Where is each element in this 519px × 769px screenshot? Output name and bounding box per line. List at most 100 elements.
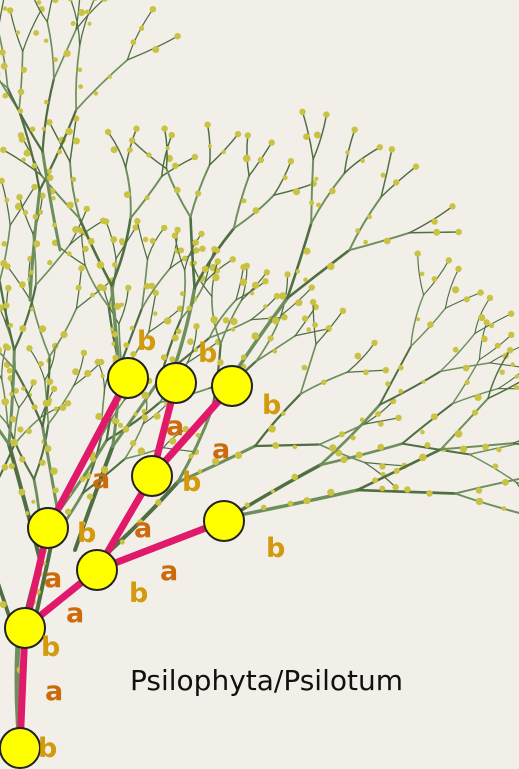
sporangium: [288, 158, 294, 164]
sporangium: [44, 39, 48, 43]
sporangium: [46, 119, 52, 125]
sporangium: [446, 257, 452, 263]
sporangium: [231, 327, 235, 331]
sporangium: [455, 430, 463, 438]
sporangium: [329, 444, 336, 451]
sporangium: [130, 326, 134, 330]
sporangium: [1, 398, 9, 406]
sporangium: [302, 365, 308, 371]
sporangium: [202, 266, 209, 273]
sporangium: [142, 414, 149, 421]
sporangium: [124, 191, 131, 198]
sporangium: [10, 416, 16, 422]
sporangium: [65, 400, 71, 406]
sporangium: [172, 232, 178, 238]
sporangium: [378, 421, 384, 427]
sporangium: [21, 67, 27, 73]
sporangium: [306, 327, 311, 332]
plant-stem: [255, 445, 319, 447]
sporangium: [264, 269, 270, 275]
sporangium: [65, 128, 72, 135]
sporangium: [321, 380, 326, 385]
sporangium: [52, 223, 57, 228]
sporangium: [375, 411, 381, 417]
sporangium: [73, 138, 80, 145]
sporangium: [377, 144, 383, 150]
sporangium: [16, 30, 20, 34]
sporangium: [30, 379, 36, 385]
sporangium: [134, 218, 140, 224]
sporangium: [5, 285, 11, 291]
sporangium: [495, 343, 501, 349]
sporangium: [45, 445, 52, 452]
sporangium: [2, 464, 9, 471]
sporangium: [24, 150, 31, 157]
sporangium: [105, 129, 111, 135]
sporangium: [130, 351, 136, 357]
sporangium: [95, 413, 102, 420]
sporangium: [31, 184, 37, 190]
sporangium: [0, 260, 7, 267]
sporangium: [208, 144, 212, 148]
sporangium: [489, 323, 494, 328]
sporangium: [119, 238, 125, 244]
sporangium: [123, 426, 130, 433]
branch-node-n1: [5, 608, 45, 648]
sporangium: [130, 440, 136, 446]
sporangium: [60, 331, 67, 338]
sporangium: [296, 269, 300, 273]
sporangium: [449, 203, 455, 209]
sporangium: [193, 261, 197, 265]
sporangium: [100, 374, 104, 378]
sporangium: [57, 149, 62, 154]
segment-label-b: b: [137, 326, 156, 357]
sporangium: [71, 21, 76, 26]
sporangium: [463, 365, 470, 372]
sporangium: [496, 447, 501, 452]
sporangium: [193, 247, 199, 253]
sporangium: [3, 302, 9, 308]
sporangium: [507, 347, 513, 353]
sporangium: [149, 283, 155, 289]
sporangium: [339, 431, 345, 437]
segment-label-b: b: [129, 578, 148, 609]
branch-node-n7: [156, 363, 196, 403]
sporangium: [327, 263, 334, 270]
sporangium: [7, 368, 13, 374]
sporangium: [271, 489, 275, 493]
sporangium: [452, 286, 459, 293]
sporangium: [172, 334, 179, 341]
sporangium: [295, 299, 302, 306]
sporangium: [134, 412, 138, 416]
sporangium: [299, 109, 305, 115]
sporangium: [487, 295, 493, 301]
sporangium: [302, 315, 308, 321]
sporangium: [383, 367, 389, 373]
caption: Psilophyta/Psilotum: [130, 664, 403, 697]
sporangium: [395, 415, 401, 421]
sporangium: [465, 380, 470, 385]
sporangium: [161, 225, 167, 231]
sporangium: [241, 198, 246, 203]
sporangium: [345, 150, 349, 154]
segment-label-a: a: [160, 556, 178, 587]
branch-node-n8: [212, 366, 252, 406]
sporangium: [427, 321, 434, 328]
sporangium: [272, 317, 279, 324]
sporangium: [235, 452, 242, 459]
sporangium: [161, 125, 167, 131]
sporangium: [78, 265, 84, 271]
sporangium: [26, 428, 32, 434]
sporangium: [81, 350, 87, 356]
sporangium: [1, 63, 8, 70]
sporangium: [199, 246, 205, 252]
sporangium: [303, 133, 310, 140]
sporangium: [174, 33, 180, 39]
sporangium: [42, 127, 46, 131]
sporangium: [64, 50, 71, 57]
sporangium: [139, 26, 144, 31]
sporangium: [483, 319, 489, 325]
segment-label-b: b: [77, 518, 96, 549]
